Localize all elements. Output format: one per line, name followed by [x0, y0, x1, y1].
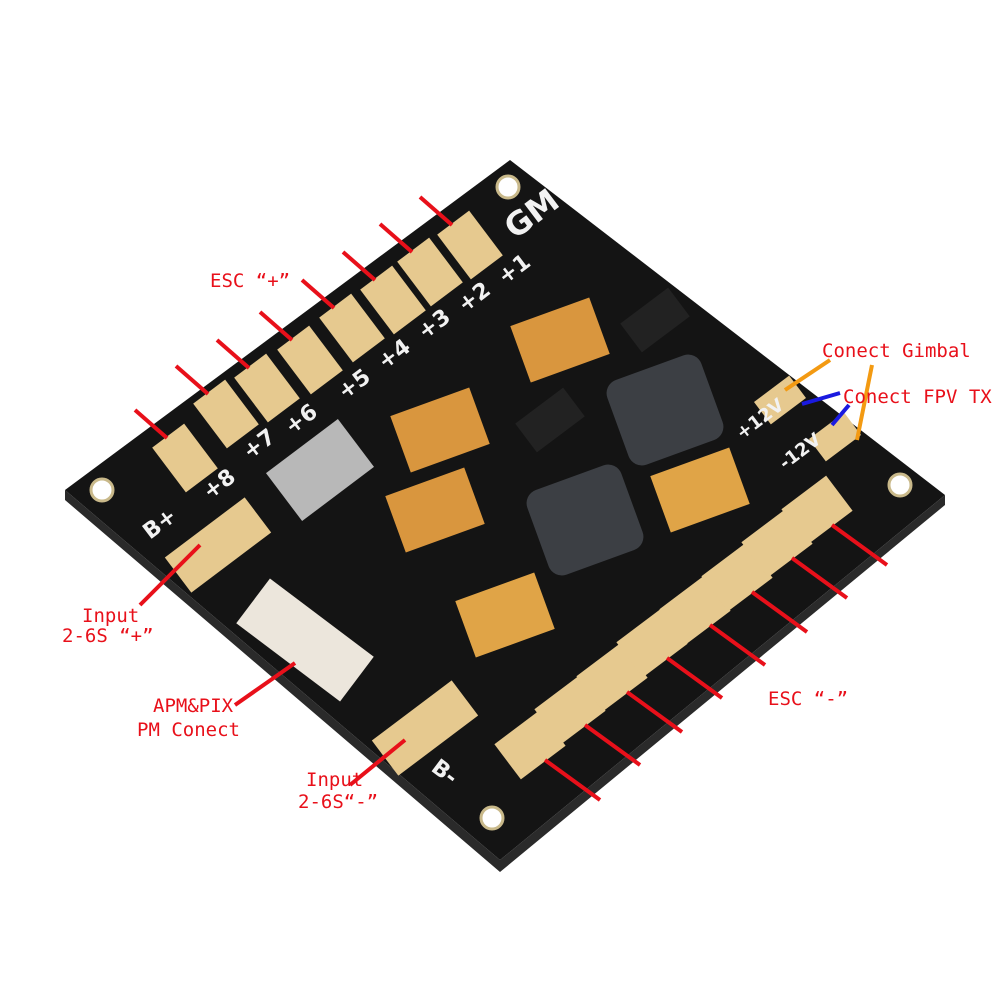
label-esc-minus: ESC “-” [768, 688, 848, 710]
esc-plus-pad [397, 237, 463, 307]
esc-minus-pad [534, 675, 606, 745]
components [236, 287, 750, 702]
esc-plus-pad [360, 265, 426, 335]
esc-minus-leader [830, 523, 889, 567]
esc-plus-leader [378, 222, 414, 254]
esc-plus-pad [319, 293, 385, 363]
esc-plus-pad [193, 379, 259, 449]
v12-pads [754, 375, 861, 462]
esc-minus-leader [708, 623, 767, 667]
esc-minus-leader [583, 723, 642, 767]
label-input-minus-1: Input [306, 769, 363, 791]
fpv-leaders [801, 391, 851, 427]
esc-minus-leader [625, 690, 684, 734]
esc-plus-leader [418, 195, 454, 227]
b-minus-pad [371, 680, 479, 776]
esc-minus-leader [543, 758, 602, 802]
esc-plus-leader [258, 310, 294, 342]
esc-minus-pad [616, 608, 688, 678]
label-apm-1: APM&PIX [153, 695, 234, 717]
esc-plus-leader [341, 250, 377, 282]
mounting-holes [89, 174, 913, 831]
esc-plus-leader [215, 338, 251, 370]
esc-minus-leader [790, 556, 849, 600]
label-conect-fpv-tx: Conect FPV TX [843, 386, 992, 408]
label-input-minus-2: 2-6S“-” [298, 791, 378, 813]
esc-plus-pad [437, 210, 503, 280]
label-input-plus-2: 2-6S “+” [62, 625, 154, 647]
esc-plus-pad [277, 325, 343, 395]
esc-minus-pad [494, 710, 566, 780]
esc-plus-leader [300, 278, 336, 310]
esc-minus-leader [665, 656, 724, 700]
annotation-leaders [138, 543, 407, 787]
b-plus-pad [164, 497, 272, 593]
esc-plus-pad [234, 353, 300, 423]
label-input-plus-1: Input [82, 605, 139, 627]
label-esc-plus: ESC “+” [210, 270, 290, 292]
label-apm-2: PM Conect [137, 719, 240, 741]
esc-minus-pad [781, 475, 853, 545]
esc-plus-pad [152, 423, 218, 493]
esc-plus-leader [133, 408, 169, 440]
esc-minus-pad [659, 575, 731, 645]
esc-plus-leader [174, 364, 210, 396]
label-conect-gimbal: Conect Gimbal [822, 340, 971, 362]
esc-minus-leader [750, 590, 809, 634]
gimbal-leaders [783, 358, 874, 441]
